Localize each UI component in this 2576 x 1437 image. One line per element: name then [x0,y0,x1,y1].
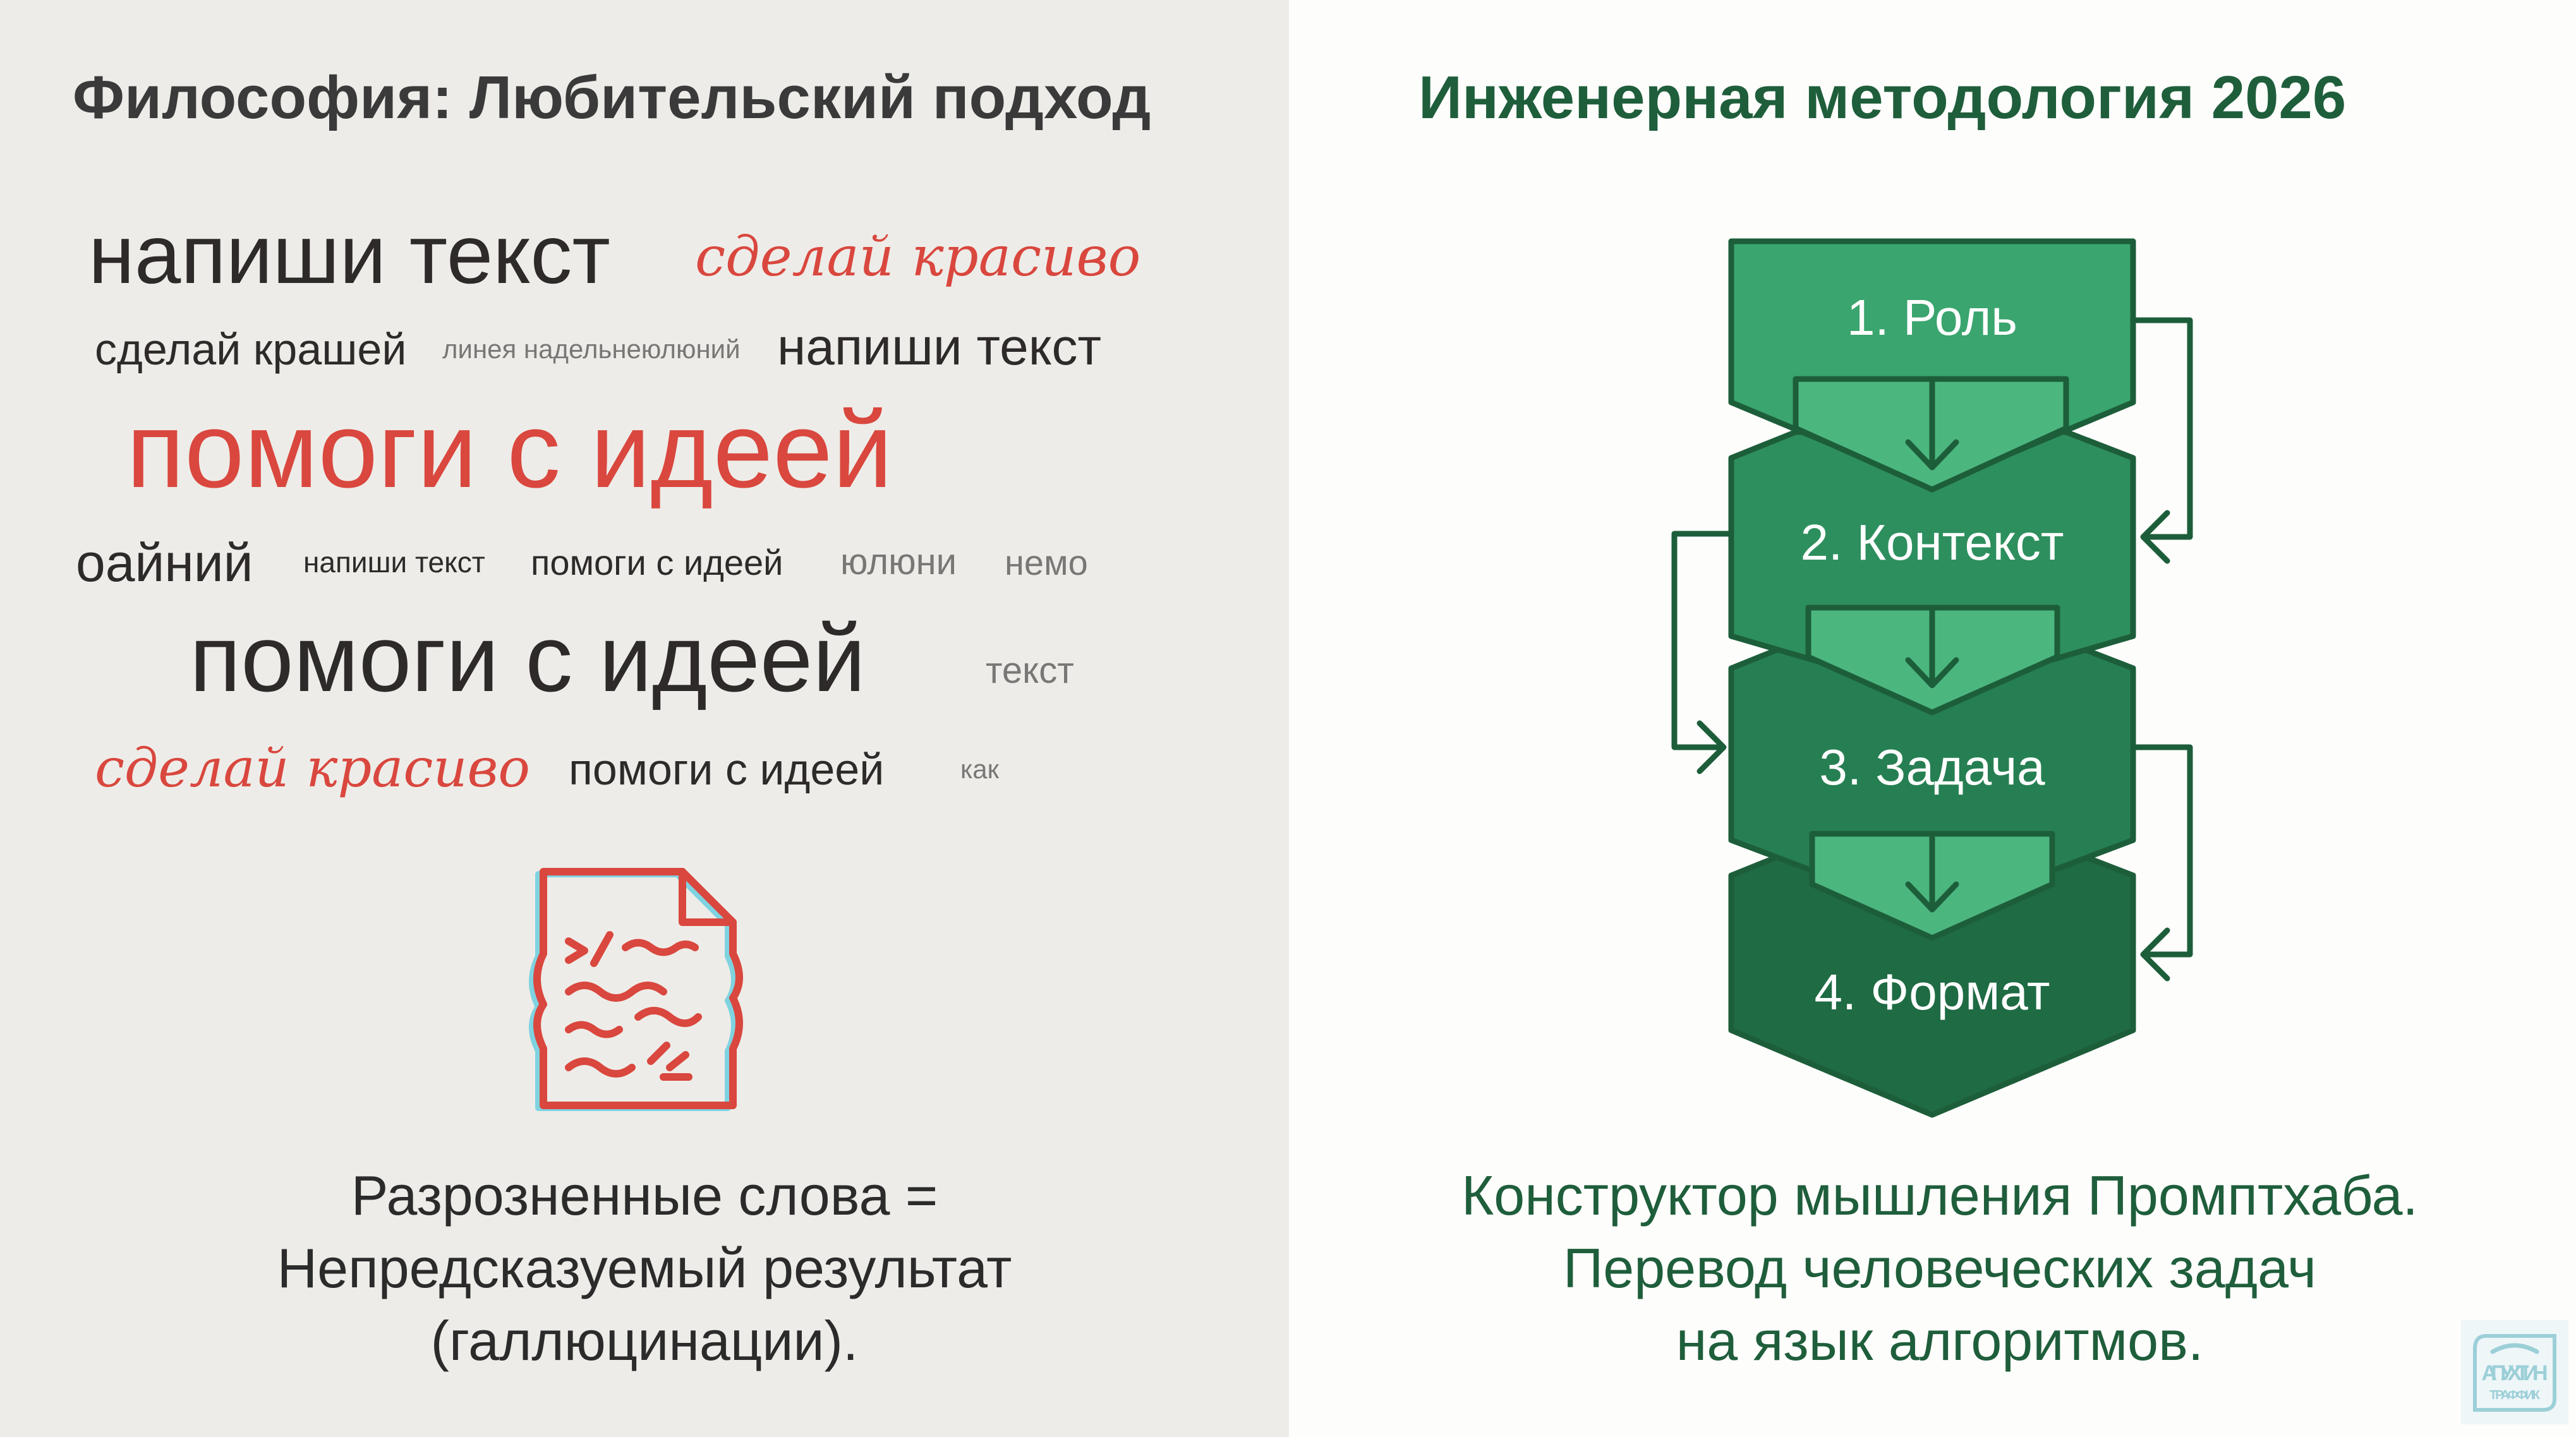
step-label: 4. Формат [1814,964,2050,1020]
arrow-down-icon [1905,831,1959,913]
word: сделай красиво [695,225,1141,289]
word: как [960,754,1000,784]
caption-line: Конструктор мышления Промптхаба. [1461,1164,2418,1227]
caption-line: Разрозненные слова = [351,1164,938,1227]
word: немо [1005,543,1088,582]
right-title: Инженерная методология 2026 [1418,64,2347,131]
arrow-down-icon [1905,604,1959,688]
step-label: 2. Контекст [1801,514,2064,570]
apukhtin-traffic-logo: АПУХТИН ТРАФФИК [2461,1320,2568,1424]
right-caption: Конструктор мышления Промптхаба. Перевод… [1339,1159,2540,1377]
word: помоги с идеей [126,390,893,510]
caption-line: на язык алгоритмов. [1676,1309,2204,1372]
left-panel [0,0,1289,1437]
feedback-arrow-right-1 [2130,317,2193,564]
step-label: 1. Роль [1847,289,2017,346]
word: оайний [76,533,253,592]
caption-line: Непредсказуемый результат [277,1237,1012,1299]
word: помоги с идеей [531,543,783,582]
word: помоги с идеей [569,745,885,794]
left-title: Философия: Любительский подход [73,64,1151,131]
left-caption: Разрозненные слова = Непредсказуемый рез… [44,1159,1245,1377]
feedback-arrow-right-2 [2130,744,2193,982]
svg-text:АПУХТИН: АПУХТИН [2482,1361,2548,1385]
word: напиши текст [88,208,610,301]
step-label: 3. Задача [1819,739,2045,795]
word: текст [986,650,1074,691]
arrow-down-icon [1905,376,1959,471]
word: напиши текст [777,318,1102,376]
word: сделай красиво [95,737,530,799]
word: напиши текст [303,546,485,579]
caption-line: Перевод человеческих задач [1563,1237,2316,1299]
word: юлюни [840,541,957,582]
word: сделай крашей [95,325,407,374]
word: линея надельнеюлюний [442,334,741,364]
svg-text:ТРАФФИК: ТРАФФИК [2489,1388,2541,1402]
caption-line: (галлюцинации). [430,1309,859,1372]
scribbled-document-icon [529,868,743,1111]
word: помоги с идеей [190,605,866,711]
feedback-arrow-left [1671,531,1734,774]
